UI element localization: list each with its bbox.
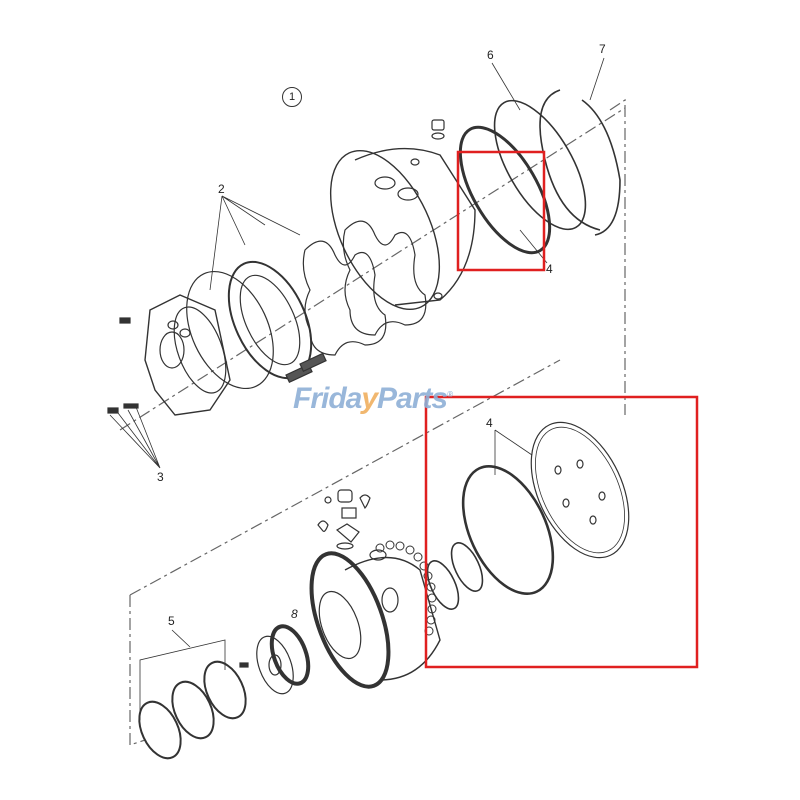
callout-7: 7 bbox=[599, 42, 606, 56]
callout-8: 8 bbox=[291, 607, 298, 621]
callout-2: 2 bbox=[218, 182, 225, 196]
watermark-logo: FridayParts® bbox=[293, 382, 453, 416]
watermark-text-parts: Parts bbox=[377, 382, 448, 415]
upper-seal-ring-highlight bbox=[456, 150, 546, 272]
callout-4-upper: 4 bbox=[546, 262, 553, 276]
callout-6: 6 bbox=[487, 48, 494, 62]
end-cover bbox=[144, 294, 231, 416]
assembly-callout-1: 1 bbox=[282, 87, 302, 107]
callout-3: 3 bbox=[157, 470, 164, 484]
callout-5: 5 bbox=[168, 614, 175, 628]
callout-4-lower: 4 bbox=[486, 416, 493, 430]
watermark-text-friday: Frida bbox=[293, 382, 362, 415]
registered-mark: ® bbox=[447, 390, 453, 399]
lower-seal-kit-highlight bbox=[424, 395, 699, 669]
main-housing bbox=[329, 147, 476, 311]
watermark-check-icon: y bbox=[361, 382, 378, 415]
planetary-hub bbox=[309, 549, 441, 689]
